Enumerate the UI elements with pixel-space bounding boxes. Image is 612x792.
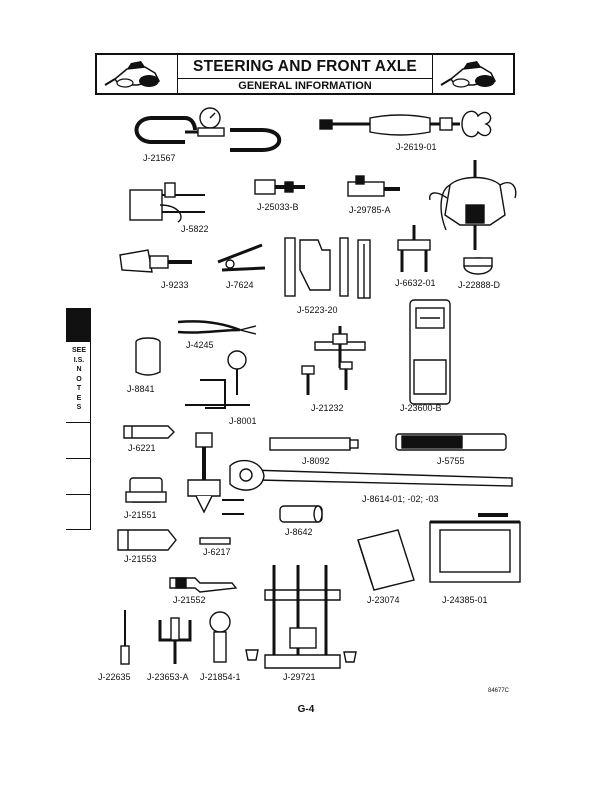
socket-adapter-tool-icon <box>209 611 231 663</box>
remover-tool-icon <box>123 425 175 439</box>
tool-label: J-8841 <box>127 384 155 394</box>
puller-plate-tool-icon <box>129 182 205 223</box>
tool-label: J-22635 <box>98 672 131 682</box>
header-box: STEERING AND FRONT AXLE GENERAL INFORMAT… <box>95 53 515 95</box>
side-tab-line: E <box>76 394 82 402</box>
side-tab-line: O <box>76 375 82 383</box>
spanner-wrench-tool-icon <box>217 243 266 272</box>
side-tab-line: SEE <box>71 347 86 354</box>
installer-set-tool-icon <box>284 237 371 299</box>
page-subtitle: GENERAL INFORMATION <box>238 80 372 92</box>
side-tab-line: S <box>76 404 82 411</box>
bearing-press-tool-icon <box>264 565 341 669</box>
tool-label: J-23653-A <box>147 672 189 682</box>
holding-wrench-tool-icon <box>229 459 513 491</box>
adapter-plug-tool-icon <box>117 529 177 551</box>
logo-right <box>432 55 513 93</box>
tool-label: J-7624 <box>226 280 254 290</box>
tool-label: J-21552 <box>173 595 206 605</box>
tool-label: J-8001 <box>229 416 257 426</box>
threaded-puller-screw-tool-icon <box>187 432 221 514</box>
tool-label: J-4245 <box>186 340 214 350</box>
strap-tensioner-tool-icon <box>409 299 451 405</box>
tool-label: J-21553 <box>124 554 157 564</box>
side-tab-divider <box>66 529 90 530</box>
dial-indicator-tool-icon <box>185 350 250 409</box>
yoke-holder-tool-icon <box>158 617 192 664</box>
page-title: STEERING AND FRONT AXLE <box>177 56 433 79</box>
pressure-gauge-hose-tool-icon <box>134 107 282 152</box>
page-number: G-4 <box>297 704 315 715</box>
truck-tool-logo-icon <box>104 61 161 88</box>
side-tab-divider <box>66 494 90 495</box>
tool-label: J-22888-D <box>458 280 501 290</box>
side-tab-marker <box>66 308 90 342</box>
side-tab-divider <box>66 458 90 459</box>
cup-driver-tool-icon <box>125 477 167 503</box>
chuck-adapter-tool-icon <box>119 249 192 273</box>
figure-code: 84677C <box>488 688 510 694</box>
tool-label: J-23074 <box>367 595 400 605</box>
tool-label: J-5822 <box>181 224 209 234</box>
tool-label: J-23600-B <box>400 403 442 413</box>
small-screws-icon <box>222 499 244 515</box>
tool-label: J-8614-01; -02; -03 <box>362 494 439 504</box>
pin-punch-tool-icon <box>199 537 231 545</box>
tool-label: J-5755 <box>437 456 465 466</box>
clamp-adapter-tool-icon <box>347 175 400 197</box>
knurled-handle-tool-icon <box>395 433 507 451</box>
tool-label: J-21551 <box>124 510 157 520</box>
driver-handle-tool-icon <box>269 437 359 451</box>
cylinder-driver-tool-icon <box>135 337 161 376</box>
tool-label: J-6632-01 <box>395 278 436 288</box>
slide-hammer-tool-icon <box>319 110 492 138</box>
tool-label: J-25033-B <box>257 202 299 212</box>
tool-label: J-29785-A <box>349 205 391 215</box>
fork-puller-tool-icon <box>397 225 431 272</box>
sleeve-installer-tool-icon <box>279 505 323 523</box>
screwdriver-type-tool-icon <box>169 577 238 593</box>
small-caps-icon <box>245 649 357 663</box>
awl-tool-icon <box>120 610 130 665</box>
bracket-tool-icon <box>357 529 415 591</box>
gear-puller-tool-icon <box>429 160 517 275</box>
tool-label: J-6217 <box>203 547 231 557</box>
tool-label: J-21854-1 <box>200 672 241 682</box>
tool-label: J-21232 <box>311 403 344 413</box>
snap-ring-pliers-tool-icon <box>177 320 257 335</box>
tool-label: J-6221 <box>128 443 156 453</box>
tool-label: J-5223-20 <box>297 305 338 315</box>
tool-label: J-8092 <box>302 456 330 466</box>
side-tab-line: I.S. <box>73 356 85 364</box>
tool-label: J-29721 <box>283 672 316 682</box>
tool-label: J-24385-01 <box>442 595 488 605</box>
side-tab-line: N <box>76 366 82 373</box>
tool-label: J-9233 <box>161 280 189 290</box>
see-is-notes-tab: SEE I.S. N O T E S <box>66 308 91 530</box>
press-frame-tool-icon <box>429 513 521 583</box>
bridge-puller-tool-icon <box>301 326 366 395</box>
tool-label: J-8642 <box>285 527 313 537</box>
tool-label: J-21567 <box>143 153 176 163</box>
side-tab-text: SEE I.S. N O T E S <box>68 346 90 413</box>
truck-tool-logo-icon <box>440 61 497 88</box>
tool-label: J-2619-01 <box>396 142 437 152</box>
side-tab-line: T <box>76 385 82 392</box>
threaded-adapter-tool-icon <box>254 179 305 195</box>
side-tab-divider <box>66 422 90 423</box>
logo-left <box>97 55 178 93</box>
